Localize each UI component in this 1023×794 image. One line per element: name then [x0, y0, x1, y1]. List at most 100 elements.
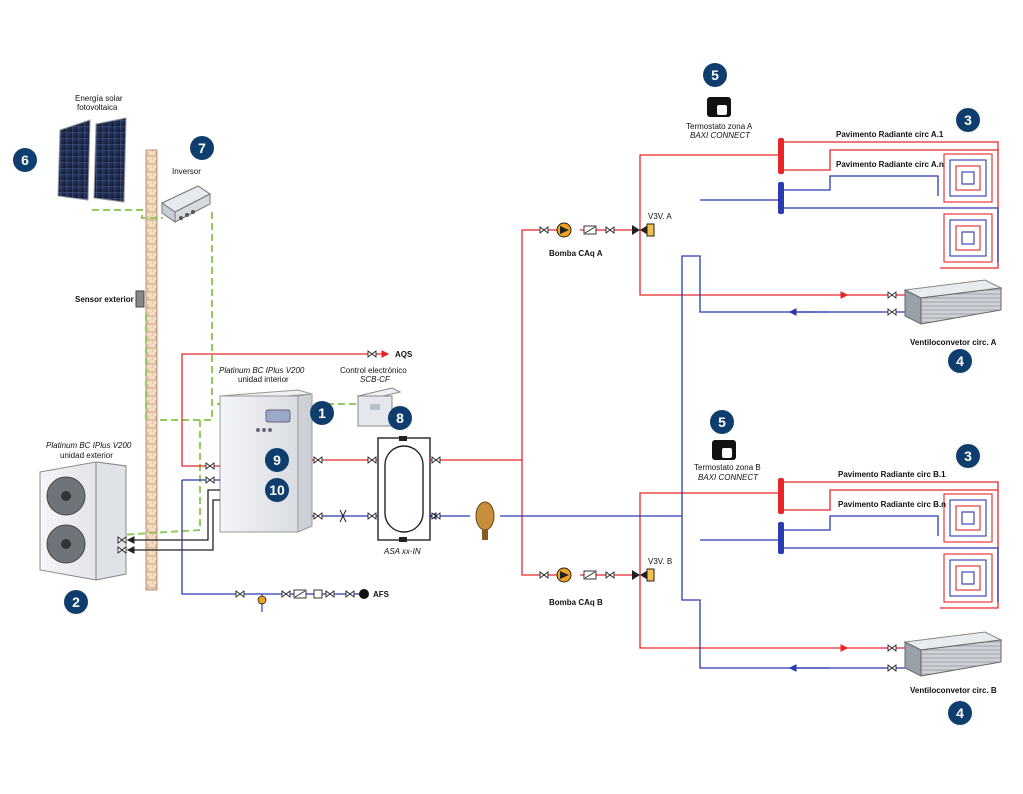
svg-text:5: 5 — [711, 67, 719, 83]
indoor-label-2: unidad interior — [238, 375, 289, 384]
badge-port-9: 9 — [265, 448, 289, 472]
svg-text:5: 5 — [718, 414, 726, 430]
svg-text:3: 3 — [964, 448, 972, 464]
valve-14 — [887, 308, 897, 316]
valve-0 — [205, 462, 215, 470]
collector-a-supply — [778, 138, 784, 174]
outdoor-label-1: Platinum BC IPlus V200 — [46, 441, 132, 450]
solar-label-1: Energía solar — [75, 94, 123, 103]
control-label-2: SCB-CF — [360, 375, 391, 384]
floor-an-label: Pavimento Radiante circ A.n — [836, 160, 944, 169]
thermostat-b-label-2: BAXI CONNECT — [698, 473, 759, 482]
svg-text:4: 4 — [956, 705, 964, 721]
thermostat-b — [712, 440, 736, 460]
valve-2 — [313, 456, 323, 464]
buffer-label: ASA xx-IN — [383, 547, 421, 556]
outdoor-unit — [39, 461, 127, 581]
floor-coil-an — [943, 213, 993, 263]
safety-group — [257, 509, 347, 612]
dirt-separator — [475, 501, 495, 540]
badge-control: 8 — [388, 406, 412, 430]
pump-a — [556, 222, 572, 238]
exterior-wall — [145, 149, 158, 591]
badge-floor-b: 3 — [956, 444, 980, 468]
valve-10 — [605, 226, 615, 234]
three-way-valve-a — [632, 223, 655, 237]
svg-text:1: 1 — [318, 405, 326, 421]
valve-15 — [887, 644, 897, 652]
floor-coil-b1 — [943, 493, 993, 543]
sensor-label: Sensor exterior — [75, 295, 134, 304]
floor-coil-bn — [943, 553, 993, 603]
valve-3 — [313, 512, 323, 520]
floor-coils — [943, 153, 993, 603]
valve-1 — [205, 476, 215, 484]
thermostat-a-label-2: BAXI CONNECT — [690, 131, 751, 140]
valve-6 — [431, 456, 441, 464]
thermostat-b-label-1: Termostato zona B — [694, 463, 761, 472]
floor-b1-label: Pavimento Radiante circ B.1 — [838, 470, 946, 479]
aqs-label: AQS — [395, 350, 413, 359]
fan-b-label: Ventiloconvetor circ. B — [910, 686, 997, 695]
collector-a-return — [778, 182, 784, 214]
thermostat-a — [707, 97, 731, 117]
refrigerant-lines — [126, 489, 220, 554]
inverter-label: Inversor — [172, 167, 201, 176]
fan-a-label: Ventiloconvetor circ. A — [910, 338, 997, 347]
pump-b-label: Bomba CAq B — [549, 598, 603, 607]
small-valves — [117, 225, 897, 672]
valve-22 — [345, 590, 355, 598]
valve-9 — [539, 226, 549, 234]
badge-inverter: 7 — [190, 136, 214, 160]
floor-coil-a1 — [943, 153, 993, 203]
badge-fan-a: 4 — [948, 349, 972, 373]
solar-panels — [57, 117, 127, 203]
valve-7 — [431, 512, 441, 520]
svg-text:9: 9 — [273, 452, 281, 468]
collector-b-supply — [778, 478, 784, 514]
v3v-a-label: V3V. A — [648, 212, 672, 221]
check-valve-1 — [583, 570, 597, 580]
pump-a-label: Bomba CAq A — [549, 249, 603, 258]
number-badges: 1 2 3 3 4 4 5 5 6 7 8 9 10 — [13, 63, 980, 725]
floor-bn-label: Pavimento Radiante circ B.n — [838, 500, 946, 509]
fan-coil-a — [903, 279, 1003, 325]
badge-floor-a: 3 — [956, 108, 980, 132]
check-valve-0 — [583, 225, 597, 235]
floor-a1-label: Pavimento Radiante circ A.1 — [836, 130, 944, 139]
valve-21 — [325, 590, 335, 598]
electronic-control — [356, 387, 402, 427]
valve-12 — [605, 571, 615, 579]
v3v-b-label: V3V. B — [648, 557, 672, 566]
indoor-label-1: Platinum BC IPlus V200 — [219, 366, 305, 375]
badge-indoor: 1 — [310, 401, 334, 425]
valve-18 — [117, 546, 127, 554]
inverter — [161, 185, 211, 223]
svg-text:6: 6 — [21, 152, 29, 168]
badge-thermo-a: 5 — [703, 63, 727, 87]
solar-label-2: fotovoltaica — [77, 103, 118, 112]
valve-20 — [281, 590, 291, 598]
valve-8 — [367, 350, 377, 358]
buffer-tank — [377, 436, 431, 542]
svg-text:7: 7 — [198, 140, 206, 156]
svg-text:2: 2 — [72, 594, 80, 610]
badge-fan-b: 4 — [948, 701, 972, 725]
afs-inlet — [359, 589, 369, 599]
thermostat-a-label-1: Termostato zona A — [686, 122, 753, 131]
valve-16 — [887, 664, 897, 672]
svg-text:8: 8 — [396, 410, 404, 426]
outdoor-label-2: unidad exterior — [60, 451, 113, 460]
valve-11 — [539, 571, 549, 579]
fan-coil-b — [903, 631, 1003, 677]
svg-text:10: 10 — [269, 482, 285, 498]
svg-text:3: 3 — [964, 112, 972, 128]
valve-19 — [235, 590, 245, 598]
valve-17 — [117, 536, 127, 544]
indoor-unit — [219, 389, 313, 533]
valve-13 — [887, 291, 897, 299]
badge-solar: 6 — [13, 148, 37, 172]
three-way-valve-b — [632, 568, 655, 582]
badge-port-10: 10 — [265, 478, 289, 502]
